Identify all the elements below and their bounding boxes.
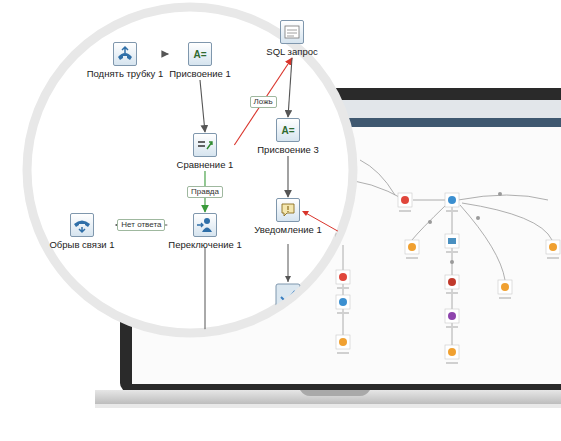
node-icon: A=	[276, 118, 300, 142]
edge-label: Ложь	[250, 96, 277, 108]
icon-glyph	[114, 43, 136, 65]
flow-node: Обрыв связи 1	[49, 213, 114, 250]
node-icon	[70, 213, 94, 237]
node-caption: Поднять трубку 1	[87, 68, 164, 79]
flow-connector	[287, 156, 288, 197]
flow-connector	[164, 53, 168, 54]
node-icon	[280, 20, 304, 44]
node-icon: A=	[188, 42, 212, 66]
icon-text: A=	[281, 125, 294, 136]
icon-glyph	[71, 214, 93, 236]
icon-glyph	[194, 214, 216, 236]
flow-connector	[200, 80, 205, 132]
node-caption: Сравнение 1	[177, 159, 234, 170]
flow-node: SQL запрос	[266, 20, 317, 57]
edge-label: Правда	[187, 186, 223, 198]
node-icon	[276, 198, 300, 222]
node-icon	[113, 42, 137, 66]
edge-label: Нет ответа	[117, 219, 165, 231]
icon-glyph	[281, 21, 303, 43]
node-icon	[193, 213, 217, 237]
flow-node: A= Присвоение 1	[169, 42, 230, 79]
node-caption: Обрыв связи 1	[49, 239, 114, 250]
flow-connector	[288, 58, 292, 117]
flow-node: Переключение 1	[168, 213, 241, 250]
node-caption: Присвоение 1	[169, 68, 230, 79]
flow-node: Сравнение 1	[177, 133, 234, 170]
flow-node: Поднять трубку 1	[87, 42, 164, 79]
icon-text: A=	[193, 49, 206, 60]
flow-node: Уведомление 1	[254, 198, 321, 235]
node-icon	[193, 133, 217, 157]
flow-node: A= Присвоение 3	[257, 118, 318, 155]
icon-glyph	[277, 199, 299, 221]
node-caption: Присвоение 3	[257, 144, 318, 155]
node-caption: Переключение 1	[168, 239, 241, 250]
node-caption: SQL запрос	[266, 46, 317, 57]
icon-glyph	[194, 134, 216, 156]
node-caption: Уведомление 1	[254, 224, 321, 235]
